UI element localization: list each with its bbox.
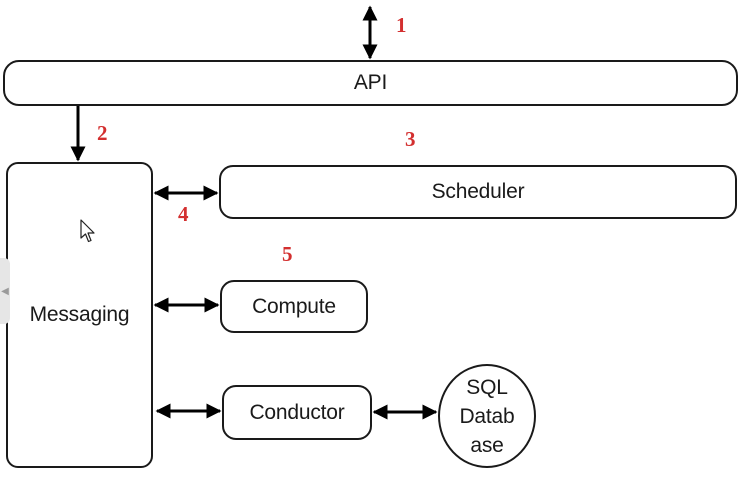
step-label-4: 4	[178, 202, 189, 226]
scheduler-label: Scheduler	[431, 180, 525, 203]
conductor-label: Conductor	[249, 400, 345, 424]
step-label-5: 5	[282, 242, 293, 266]
messaging-box: Messaging	[6, 162, 153, 468]
messaging-label: Messaging	[29, 303, 130, 326]
collapse-arrow-icon: ◀	[1, 285, 9, 297]
step-label-2: 2	[97, 121, 108, 145]
sql-database-label-line-2: Datab	[459, 404, 515, 428]
side-collapse-tab[interactable]: ◀	[0, 258, 10, 324]
sql-database-node: SQL Datab ase	[438, 364, 536, 468]
step-label-3: 3	[405, 127, 416, 151]
sql-database-label-line-3: ase	[470, 433, 504, 457]
sql-database-label-line-1: SQL	[466, 375, 508, 399]
scheduler-box: Scheduler	[219, 165, 737, 219]
compute-label: Compute	[252, 294, 336, 318]
step-label-1: 1	[396, 13, 407, 37]
api-box: API	[3, 60, 738, 106]
conductor-box: Conductor	[222, 385, 372, 440]
compute-box: Compute	[220, 280, 368, 333]
api-label: API	[353, 71, 388, 94]
mouse-pointer-icon	[80, 219, 95, 243]
